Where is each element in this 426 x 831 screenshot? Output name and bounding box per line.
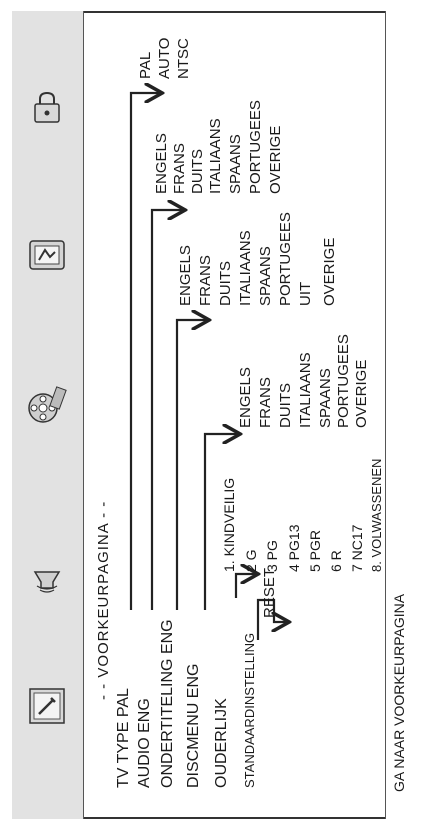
audio-option[interactable]: FRANS (171, 143, 188, 194)
menu-item-ondertiteling[interactable]: ONDERTITELING ENG (159, 619, 176, 788)
menu-item-standaardinstelling[interactable]: STANDAARDINSTELLING (242, 632, 257, 788)
discmenu-arrow (203, 434, 238, 610)
discmenu-option[interactable]: DUITS (277, 383, 294, 428)
subtitle-option[interactable]: PORTUGEES (277, 212, 294, 306)
discmenu-option[interactable]: SPAANS (317, 368, 334, 428)
parental-option[interactable]: 5 PGR (307, 529, 323, 572)
tv-type-arrow (129, 93, 160, 610)
general-setup-icon[interactable] (23, 682, 71, 730)
footer-bar (385, 11, 416, 819)
parental-option[interactable]: 2 G (243, 549, 259, 572)
audio-option[interactable]: SPAANS (227, 134, 244, 194)
discmenu-option[interactable]: ITALIAANS (297, 352, 314, 428)
menu-item-tv-type[interactable]: TV TYPE PAL (115, 688, 132, 788)
parental-option[interactable]: 6 R (328, 550, 344, 572)
discmenu-option[interactable]: PORTUGEES (335, 334, 352, 428)
footer-hint: GA NAAR VOORKEURPAGINA (391, 593, 407, 792)
lock-icon[interactable] (23, 84, 71, 132)
menu-item-discmenu[interactable]: DISCMENU ENG (185, 663, 202, 788)
audio-option[interactable]: DUITS (189, 149, 206, 194)
parental-arrow (234, 574, 256, 598)
tv-type-option[interactable]: AUTO (156, 37, 173, 79)
subtitle-option[interactable]: FRANS (197, 255, 214, 306)
menu-item-audio[interactable]: AUDIO ENG (136, 698, 153, 788)
tv-type-option[interactable]: PAL (137, 51, 154, 79)
discmenu-option[interactable]: FRANS (257, 377, 274, 428)
subtitle-option[interactable]: OVERIGE (321, 237, 338, 306)
reset-option[interactable]: RESET (261, 567, 278, 618)
subtitle-option[interactable]: SPAANS (257, 246, 274, 306)
subtitle-option[interactable]: UIT (297, 281, 314, 306)
film-reel-icon[interactable] (23, 382, 71, 430)
menu-item-ouderlijk[interactable]: OUDERLIJK (213, 698, 230, 788)
parental-option[interactable]: 4 PG13 (286, 524, 302, 572)
discmenu-option[interactable]: ENGELS (237, 367, 254, 428)
page-title: - - VOORKEURPAGINA - - (95, 500, 112, 700)
audio-arrow (150, 210, 183, 610)
parental-option[interactable]: 7 NC17 (349, 524, 365, 572)
audio-option[interactable]: ENGELS (153, 133, 170, 194)
subtitle-arrow (175, 320, 207, 610)
subtitle-option[interactable]: ENGELS (177, 245, 194, 306)
parental-option[interactable]: 8. VOLWASSENEN (369, 458, 384, 572)
discmenu-option[interactable]: OVERIGE (353, 359, 370, 428)
audio-option[interactable]: PORTUGEES (247, 100, 264, 194)
standaard-arrow (256, 598, 287, 640)
audio-option[interactable]: ITALIAANS (207, 118, 224, 194)
tv-type-option[interactable]: NTSC (175, 38, 192, 79)
video-setup-icon[interactable] (23, 232, 71, 280)
subtitle-option[interactable]: DUITS (217, 261, 234, 306)
subtitle-option[interactable]: ITALIAANS (237, 230, 254, 306)
parental-option[interactable]: 1. KINDVEILIG (221, 477, 237, 572)
audio-setup-icon[interactable] (23, 552, 71, 600)
audio-option[interactable]: OVERIGE (267, 125, 284, 194)
